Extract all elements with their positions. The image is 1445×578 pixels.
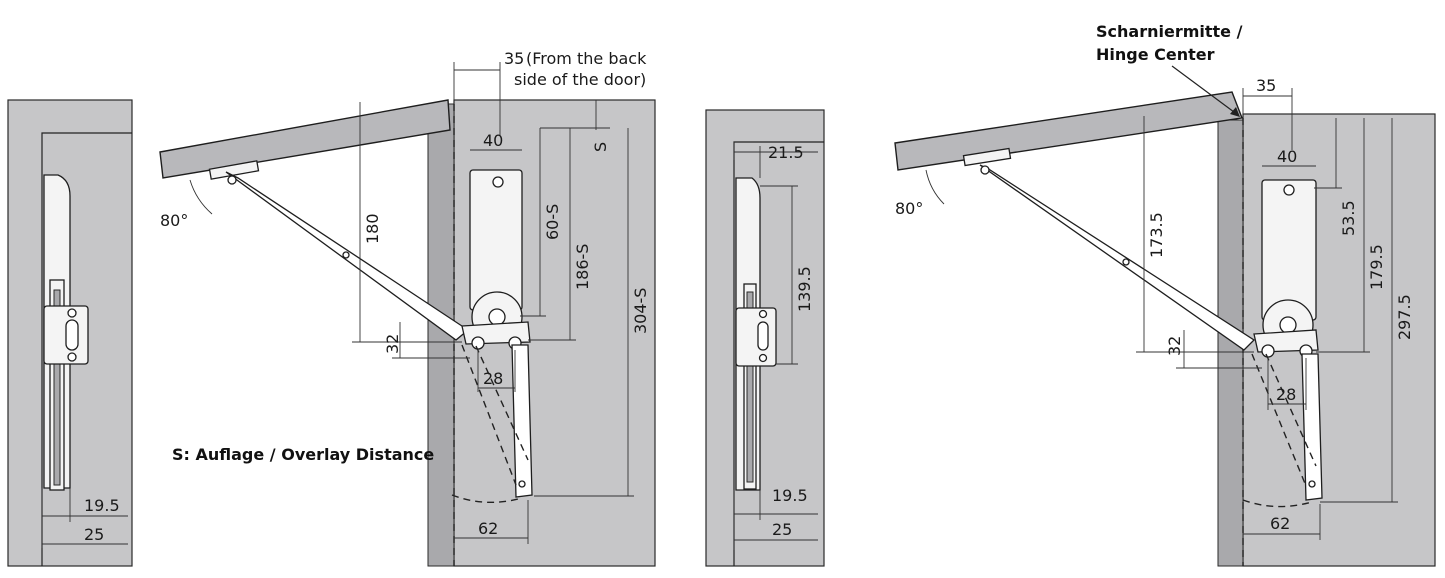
view-a-mount-groove <box>53 289 61 486</box>
view-b-door <box>159 99 451 179</box>
view-b-side: 80° 35 (From the back side of the door) … <box>159 49 656 567</box>
view-d-dim-297-5: 297.5 <box>1395 294 1414 340</box>
view-c-dim-21-5: 21.5 <box>768 143 804 162</box>
view-b-dim-35-note-2: side of the door) <box>514 70 646 89</box>
view-d-dim-179-5: 179.5 <box>1367 244 1386 290</box>
view-d-dim-28: 28 <box>1276 385 1296 404</box>
view-c-hinge-plate <box>735 307 777 367</box>
view-c-slot-hole <box>757 321 769 351</box>
overlay-distance-note: S: Auflage / Overlay Distance <box>172 445 434 464</box>
view-d-dim-173-5: 173.5 <box>1147 212 1166 258</box>
view-b-dim-35-note-1: (From the back <box>526 49 647 68</box>
view-b-dim-35: 35 <box>504 49 524 68</box>
view-b-mount-plate <box>469 169 523 311</box>
view-d-dim-35: 35 <box>1256 76 1276 95</box>
hinge-center-leader <box>1171 65 1239 116</box>
view-a-dim-25: 25 <box>84 525 104 544</box>
view-d-door <box>894 91 1243 171</box>
view-a-inner-edge <box>41 132 132 566</box>
view-a-dim-19-5: 19.5 <box>84 496 120 515</box>
view-a-front: 19.5 25 <box>7 99 133 567</box>
view-b-dim-186-s: 186-S <box>573 244 592 290</box>
view-d-mount-plate <box>1261 179 1317 321</box>
view-d-dim-62: 62 <box>1270 514 1290 533</box>
hinge-center-label-2: Hinge Center <box>1096 45 1215 64</box>
view-a-screw-top <box>67 308 77 318</box>
view-b-dim-32: 32 <box>383 334 402 354</box>
view-b-dim-28: 28 <box>483 369 503 388</box>
view-d-dim-53-5: 53.5 <box>1339 200 1358 236</box>
view-b-dim-180: 180 <box>363 213 382 244</box>
view-b-dim-40: 40 <box>483 131 503 150</box>
view-b-dim-304-s: 304-S <box>631 288 650 334</box>
view-d-angle: 80° <box>895 199 923 218</box>
view-b-angle: 80° <box>160 211 188 230</box>
view-a-screw-bottom <box>67 352 77 362</box>
view-c-front: 21.5 139.5 19.5 25 <box>705 109 825 567</box>
view-b-dim-60-s: 60-S <box>543 204 562 240</box>
view-b-dim-62: 62 <box>478 519 498 538</box>
view-d-dim-32: 32 <box>1165 336 1184 356</box>
view-d-lift-arm <box>979 164 1256 351</box>
hinge-center-label-1: Scharniermitte / <box>1096 22 1243 41</box>
view-b-angle-arc <box>189 179 213 215</box>
view-c-dim-139-5: 139.5 <box>795 266 814 312</box>
view-d-side: 80° Scharniermitte / Hinge Center 35 40 … <box>894 22 1436 567</box>
view-d-support-arm <box>1301 353 1323 501</box>
view-d-dim-40: 40 <box>1277 147 1297 166</box>
view-c-dim-25: 25 <box>772 520 792 539</box>
view-a-slot-hole <box>65 319 79 351</box>
view-b-dim-s: S <box>591 142 610 152</box>
view-c-dim-19-5: 19.5 <box>772 486 808 505</box>
